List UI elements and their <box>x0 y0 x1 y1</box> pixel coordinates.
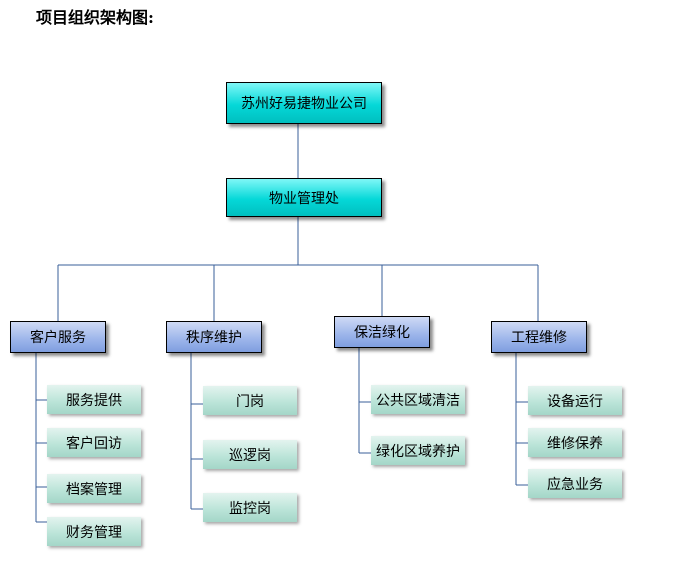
node-item: 维修保养 <box>528 428 622 457</box>
node-item: 档案管理 <box>47 474 141 503</box>
node-item: 门岗 <box>203 386 297 415</box>
node-item: 财务管理 <box>47 517 141 546</box>
node-item: 绿化区域养护 <box>371 436 465 465</box>
item-label: 客户回访 <box>66 435 122 452</box>
node-company: 苏州好易捷物业公司 <box>226 82 382 124</box>
node-office: 物业管理处 <box>226 178 382 217</box>
item-label: 设备运行 <box>547 393 603 410</box>
node-item: 监控岗 <box>203 493 297 522</box>
department-label: 客户服务 <box>30 330 86 346</box>
page-title: 项目组织架构图: <box>36 8 154 27</box>
item-label: 绿化区域养护 <box>376 443 460 460</box>
node-department: 保洁绿化 <box>334 316 430 348</box>
node-item: 客户回访 <box>47 428 141 457</box>
item-label: 服务提供 <box>66 392 122 409</box>
node-item: 设备运行 <box>528 386 622 415</box>
item-label: 公共区域清洁 <box>376 392 460 409</box>
node-item: 应急业务 <box>528 469 622 498</box>
node-department: 客户服务 <box>10 321 106 353</box>
department-label: 工程维修 <box>511 330 567 346</box>
node-item: 公共区域清洁 <box>371 385 465 414</box>
node-company-label: 苏州好易捷物业公司 <box>241 96 367 112</box>
item-label: 应急业务 <box>547 476 603 493</box>
item-label: 门岗 <box>236 393 264 410</box>
node-department: 工程维修 <box>491 321 587 353</box>
department-label: 秩序维护 <box>186 330 242 346</box>
item-label: 监控岗 <box>229 500 271 517</box>
node-item: 服务提供 <box>47 385 141 414</box>
node-office-label: 物业管理处 <box>269 190 339 207</box>
item-label: 财务管理 <box>66 524 122 541</box>
item-label: 维修保养 <box>547 435 603 452</box>
node-item: 巡逻岗 <box>203 440 297 469</box>
item-label: 巡逻岗 <box>229 447 271 464</box>
item-label: 档案管理 <box>66 481 122 498</box>
department-label: 保洁绿化 <box>354 325 410 341</box>
node-department: 秩序维护 <box>166 321 262 353</box>
